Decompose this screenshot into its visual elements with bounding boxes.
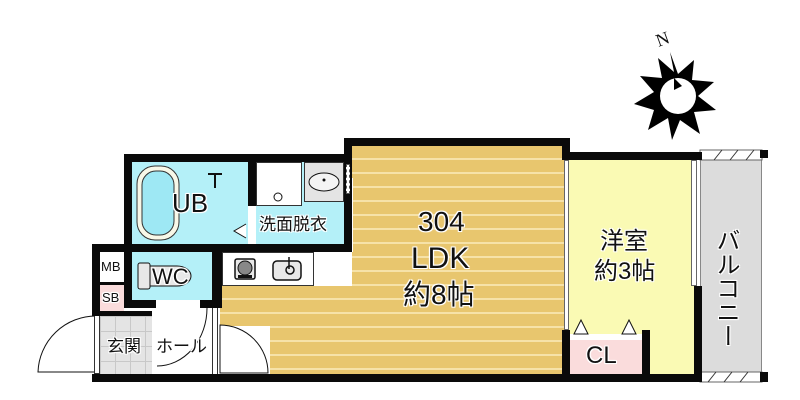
balcony-label: バルコニー bbox=[712, 228, 739, 348]
closet-label: CL bbox=[586, 342, 617, 369]
ldk-floor bbox=[352, 146, 564, 374]
unit-bath-label: UB bbox=[172, 188, 209, 218]
wall bbox=[92, 374, 702, 382]
shoe-box bbox=[100, 285, 124, 311]
stove-icon bbox=[234, 258, 256, 280]
hall-label: ホール bbox=[156, 337, 207, 356]
balcony bbox=[700, 156, 762, 376]
toilet-label: WC bbox=[152, 264, 189, 289]
balcony-window[interactable] bbox=[691, 160, 697, 286]
washroom-door-mark[interactable] bbox=[232, 222, 248, 240]
compass: N bbox=[620, 27, 730, 140]
western-room-size: 約3帖 bbox=[594, 258, 656, 285]
washroom-label: 洗面脱衣 bbox=[259, 215, 327, 234]
wall bbox=[124, 154, 352, 162]
closet[interactable] bbox=[568, 334, 642, 374]
closet-door-marks bbox=[573, 318, 637, 335]
wall bbox=[344, 138, 570, 146]
compass-star-icon bbox=[634, 52, 716, 140]
front-door-swing[interactable] bbox=[36, 314, 98, 374]
balcony-hatch-top bbox=[699, 149, 763, 161]
washbasin-icon bbox=[308, 172, 340, 192]
ldk-label: LDK bbox=[411, 242, 470, 275]
meter-box bbox=[100, 254, 124, 282]
toilet-door-swing[interactable] bbox=[156, 307, 209, 368]
toilet-icon bbox=[137, 262, 192, 290]
shoe-box-label: SB bbox=[102, 290, 120, 305]
entrance-label: 玄関 bbox=[107, 337, 141, 356]
western-room-door[interactable] bbox=[564, 160, 569, 330]
meter-box-label: MB bbox=[101, 259, 121, 274]
ldk-size: 約8帖 bbox=[403, 279, 475, 310]
bathtub-icon bbox=[136, 165, 180, 241]
hall bbox=[152, 308, 218, 374]
unit-number: 304 bbox=[418, 206, 465, 237]
kitchen-sink-icon bbox=[272, 257, 302, 281]
shower-faucet-icon bbox=[208, 173, 222, 188]
balcony-hatch-bottom bbox=[699, 371, 763, 383]
entrance bbox=[100, 316, 152, 374]
drain-icon bbox=[273, 192, 283, 202]
western-room-label: 洋室 bbox=[600, 228, 648, 255]
ldk-door-swing[interactable] bbox=[219, 324, 270, 375]
washing-machine-space bbox=[256, 162, 302, 206]
